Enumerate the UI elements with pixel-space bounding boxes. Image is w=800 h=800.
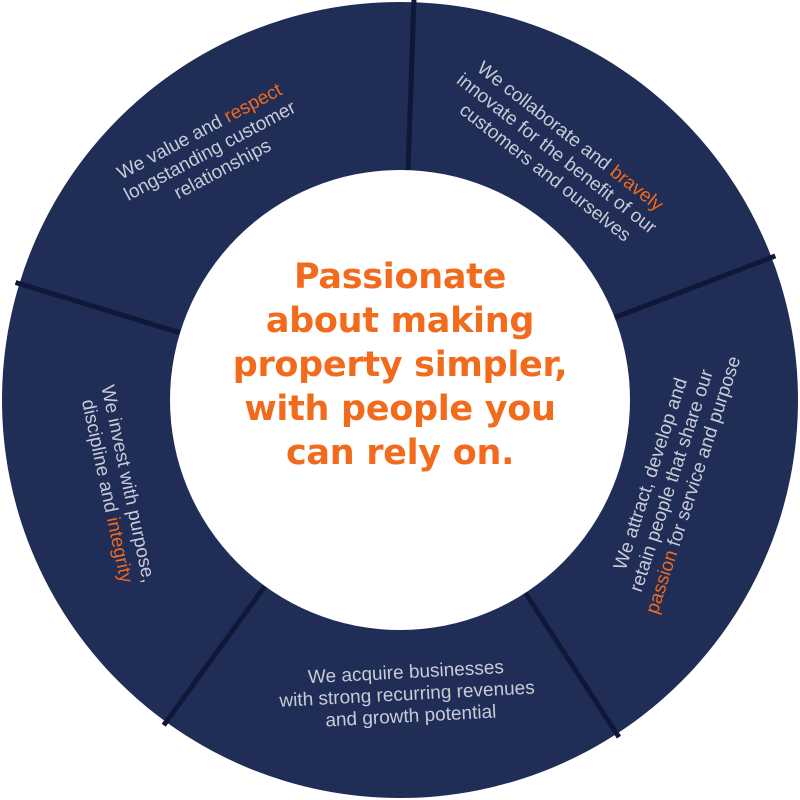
segment-dividers <box>14 0 777 739</box>
tagline-line: property simpler, <box>232 345 568 385</box>
tagline-line: with people you <box>244 389 556 429</box>
segment-divider <box>405 0 417 176</box>
segment-acquire-text: We acquire businesses with strong recurr… <box>277 655 542 734</box>
center-circle <box>170 170 630 630</box>
segment-divider <box>14 280 186 337</box>
segment-divider <box>161 580 270 727</box>
tagline-line: Passionate <box>293 257 507 297</box>
segment-divider <box>609 253 777 322</box>
tagline-line: about making <box>265 301 535 341</box>
segment-divider <box>520 587 622 739</box>
tagline-line: can rely on. <box>285 433 515 473</box>
center-tagline: Passionate about making property simpler… <box>210 255 590 475</box>
